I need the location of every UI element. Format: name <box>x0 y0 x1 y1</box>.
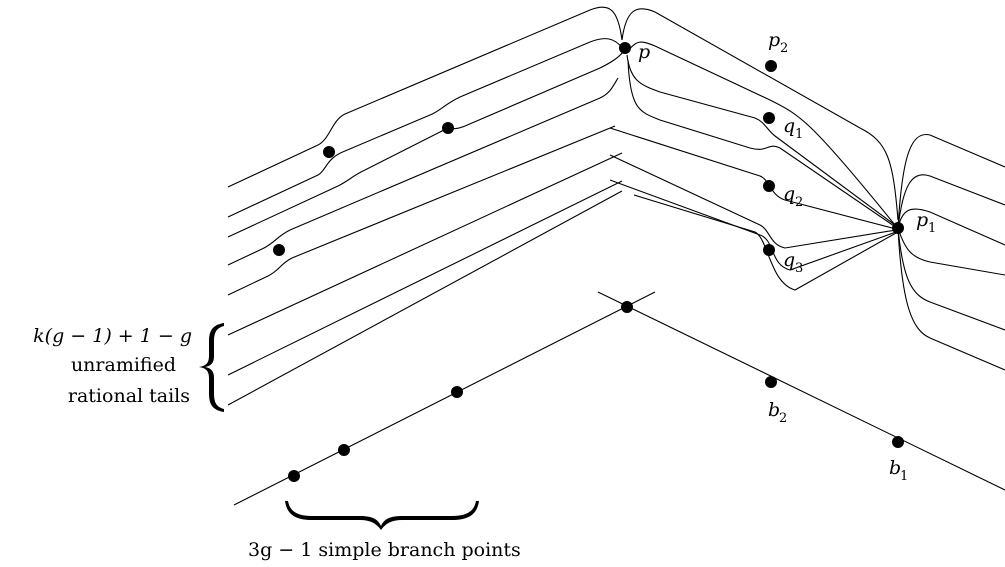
label-p1: p <box>916 209 928 231</box>
strand-2 <box>227 38 623 218</box>
point-labels: p p 2 q 1 q 2 q 3 p 1 b 2 b 1 <box>638 29 936 484</box>
strand-right-3 <box>626 54 896 226</box>
node-p2 <box>765 60 777 72</box>
strand-right-5 <box>609 127 897 230</box>
tails-annotation: k(g − 1) + 1 − g unramified rational tai… <box>33 325 192 407</box>
branch-point-1 <box>288 470 300 482</box>
label-q3: q <box>783 249 795 271</box>
base-curve-right <box>597 291 1005 491</box>
strand-p1-out-1 <box>897 133 1005 229</box>
tails-label-rational: rational tails <box>68 385 190 407</box>
node-b1 <box>892 436 904 448</box>
curve-lines <box>227 6 1005 506</box>
strand-right-1 <box>621 8 899 221</box>
branch-brace <box>285 501 479 530</box>
label-q2-sub: 2 <box>795 195 803 210</box>
branch-points-label: 3g − 1 simple branch points <box>248 539 521 561</box>
label-q3-sub: 3 <box>795 261 803 276</box>
label-q1-sub: 1 <box>795 127 803 142</box>
rational-tail-2 <box>227 180 623 376</box>
tails-count-formula: k(g − 1) + 1 − g <box>33 325 192 347</box>
label-p2-sub: 2 <box>780 41 788 56</box>
strand-p1-out-4 <box>897 227 1005 276</box>
strand-4 <box>227 77 619 266</box>
node-q3 <box>763 244 775 256</box>
label-b1: b <box>889 457 901 479</box>
nodes <box>273 42 904 482</box>
rational-tail-3 <box>227 190 623 406</box>
tails-label-unramified: unramified <box>71 354 176 376</box>
label-p2: p <box>768 29 780 51</box>
label-b1-sub: 1 <box>900 469 908 484</box>
label-q1: q <box>783 115 795 137</box>
node-q2 <box>763 180 775 192</box>
node-base-junction <box>621 301 633 313</box>
strand-top <box>227 6 623 188</box>
node-left-3 <box>273 244 285 256</box>
node-p1 <box>892 222 904 234</box>
label-p: p <box>638 41 650 63</box>
base-curve-left <box>233 291 656 506</box>
label-b2-sub: 2 <box>779 411 787 426</box>
strand-p1-out-5 <box>897 227 1005 331</box>
strand-right-6 <box>609 154 897 249</box>
node-q1 <box>763 112 775 124</box>
label-p1-sub: 1 <box>928 221 936 236</box>
label-q2: q <box>783 183 795 205</box>
strand-5 <box>227 125 616 296</box>
strand-right-8 <box>633 194 897 291</box>
node-p <box>619 42 631 54</box>
node-left-2 <box>442 122 454 134</box>
strand-right-4 <box>627 59 898 229</box>
tails-brace <box>199 323 224 412</box>
rational-tail-1 <box>227 152 623 336</box>
label-b2: b <box>768 399 780 421</box>
branch-point-2 <box>338 444 350 456</box>
strand-p1-out-3 <box>897 208 1005 246</box>
strand-p1-out-2 <box>897 174 1005 229</box>
node-left-1 <box>323 146 335 158</box>
strand-p1-out-6 <box>897 227 1005 371</box>
strand-right-2 <box>626 41 896 226</box>
node-b2 <box>765 376 777 388</box>
branch-point-3 <box>451 386 463 398</box>
